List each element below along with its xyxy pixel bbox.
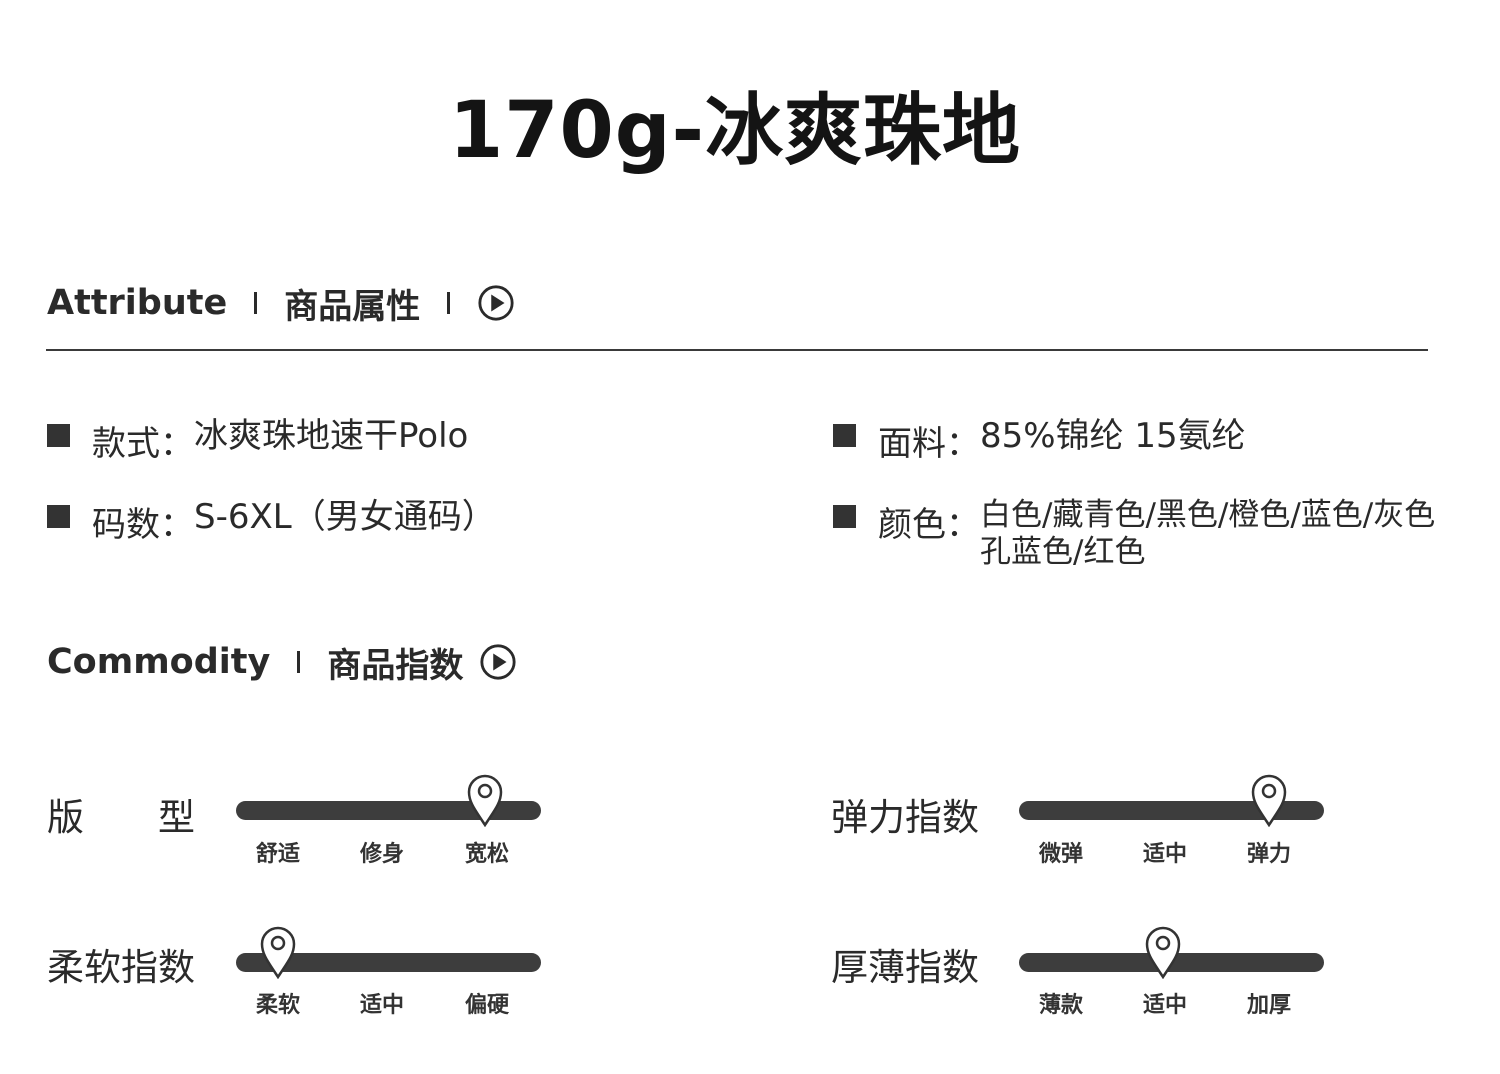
index-track-elasticity <box>1019 801 1324 820</box>
section-divider <box>46 349 1428 351</box>
attribute-color: 颜色： 白色/藏青色/黑色/橙色/蓝色/灰色 孔蓝色/红色 <box>833 497 1435 571</box>
square-bullet-icon <box>833 424 856 447</box>
index-label-elasticity: 弹力指数 <box>831 796 979 839</box>
location-pin-icon <box>1145 926 1181 979</box>
index-track-fit <box>236 801 541 820</box>
commodity-header-zh: 商品指数 <box>327 645 464 686</box>
index-tick: 偏硬 <box>464 993 509 1018</box>
attribute-size: 码数： S-6XL（男女通码） <box>47 497 496 546</box>
attribute-label: 面料： <box>878 424 980 464</box>
index-tick: 修身 <box>359 842 404 867</box>
index-tick: 柔软 <box>255 993 300 1018</box>
location-pin-icon <box>1251 774 1287 827</box>
location-pin-icon <box>467 774 503 827</box>
index-label-softness: 柔软指数 <box>47 946 195 989</box>
index-tick: 适中 <box>1142 842 1187 867</box>
play-circle-icon[interactable] <box>477 284 515 322</box>
index-tick: 薄款 <box>1038 993 1083 1018</box>
attribute-value: 冰爽珠地速干Polo <box>194 416 469 456</box>
square-bullet-icon <box>47 505 70 528</box>
commodity-header-en: Commodity <box>47 642 271 682</box>
attribute-label: 款式： <box>92 424 194 464</box>
index-label-fit: 版 型 <box>47 796 195 839</box>
attribute-header-zh: 商品属性 <box>284 286 421 327</box>
color-line: 孔蓝色/红色 <box>980 534 1146 570</box>
index-tick: 适中 <box>359 993 404 1018</box>
commodity-section-header: Commodity 商品指数 <box>47 637 517 687</box>
attribute-label: 码数： <box>92 505 194 545</box>
index-tick: 弹力 <box>1246 842 1291 867</box>
page-title: 170g-冰爽珠地 <box>448 86 1022 176</box>
index-tick: 适中 <box>1142 993 1187 1018</box>
header-separator <box>254 292 258 314</box>
attribute-value: 85%锦纶 15氨纶 <box>980 416 1246 456</box>
header-separator <box>447 292 451 314</box>
attribute-value: 白色/藏青色/黑色/橙色/蓝色/灰色 孔蓝色/红色 <box>980 497 1435 571</box>
location-pin-icon <box>260 926 296 979</box>
color-line: 白色/藏青色/黑色/橙色/蓝色/灰色 <box>980 497 1436 533</box>
attribute-label: 颜色： <box>878 505 980 545</box>
play-circle-icon[interactable] <box>479 643 517 681</box>
index-tick: 加厚 <box>1246 993 1291 1018</box>
square-bullet-icon <box>833 505 856 528</box>
attribute-style: 款式： 冰爽珠地速干Polo <box>47 416 468 465</box>
header-separator <box>297 651 301 673</box>
attribute-section-header: Attribute 商品属性 <box>47 278 515 328</box>
attribute-value: S-6XL（男女通码） <box>194 497 496 537</box>
attribute-fabric: 面料： 85%锦纶 15氨纶 <box>833 416 1246 465</box>
index-tick: 宽松 <box>464 842 509 867</box>
index-track-softness <box>236 953 541 972</box>
square-bullet-icon <box>47 424 70 447</box>
attribute-header-en: Attribute <box>47 283 228 323</box>
index-label-thickness: 厚薄指数 <box>831 946 979 989</box>
index-tick: 微弹 <box>1038 842 1083 867</box>
index-tick: 舒适 <box>255 842 300 867</box>
